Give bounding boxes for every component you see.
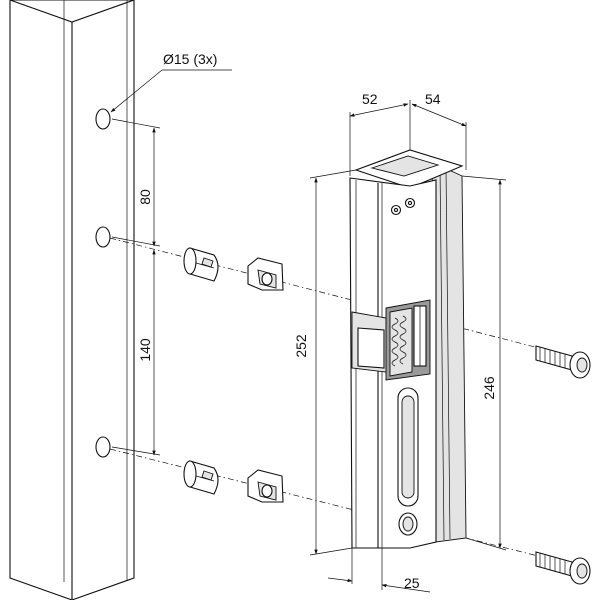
post-hole-bottom — [95, 436, 111, 458]
hole-diameter-callout: Ø15 (3x) — [110, 51, 232, 113]
keep-depth-dimension: 25 — [327, 548, 431, 593]
strike-plate-height-dimension: 246 — [461, 175, 507, 551]
insert-sleeve-lower — [183, 460, 219, 495]
lock-keep — [349, 149, 467, 549]
dimension-label-80: 80 — [137, 189, 153, 205]
dimension-label-246: 246 — [481, 376, 497, 400]
hole-diameter-label: Ø15 (3x) — [163, 51, 217, 67]
gate-post — [9, 0, 135, 600]
post-hole-spacing-dimensions: 80 140 — [111, 118, 161, 456]
insert-nut-lower — [247, 469, 284, 503]
dimension-label-252: 252 — [293, 334, 309, 358]
dimension-label-54: 54 — [425, 91, 441, 107]
dimension-label-52: 52 — [362, 91, 378, 107]
bolt-lower — [535, 551, 591, 585]
keep-slot — [397, 387, 419, 507]
assembly-axes — [109, 237, 579, 567]
dimension-label-25: 25 — [404, 575, 420, 591]
latch-mechanism — [351, 299, 431, 381]
dimension-label-140: 140 — [137, 338, 153, 362]
keep-width-dimensions: 52 54 — [349, 91, 467, 176]
post-hole-top — [95, 108, 111, 130]
keep-height-dimension: 252 — [293, 169, 357, 556]
post-hole-middle — [95, 226, 111, 248]
keep-side-flange — [431, 161, 467, 543]
insert-nut-upper — [247, 257, 284, 291]
insert-sleeve-upper — [183, 247, 219, 282]
bolt-upper — [535, 345, 591, 379]
